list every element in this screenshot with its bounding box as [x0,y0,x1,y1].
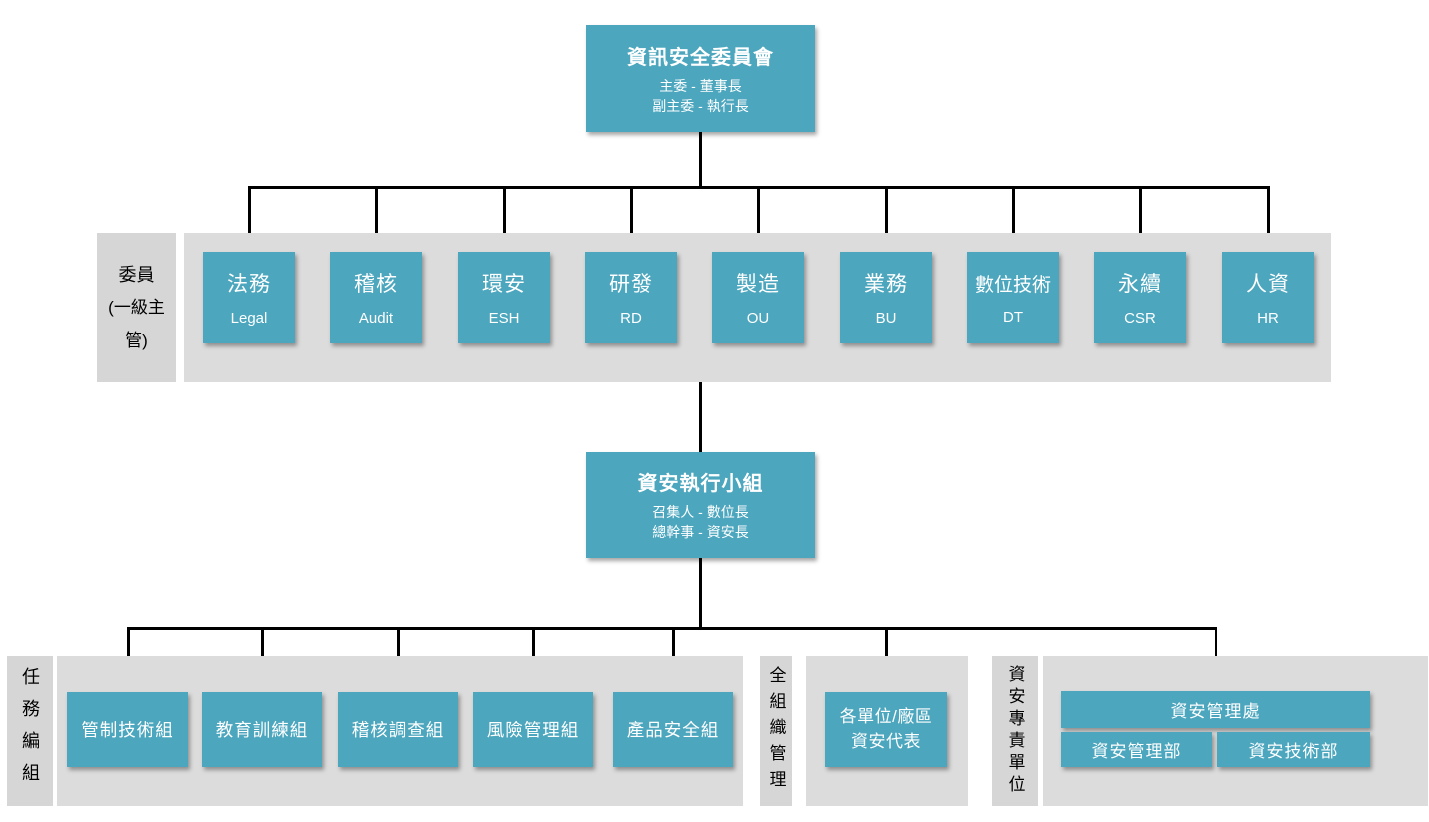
dedicated-label: 資安專責單位 [1005,665,1025,797]
connector-committee-down [698,131,702,188]
connector-member-stub [1011,186,1015,252]
member-box-ou: 製造 OU [712,252,804,343]
members-label-line1: 委員 [118,265,155,286]
task-box-audit-investigation: 稽核調查組 [338,692,458,767]
member-box-hr: 人資 HR [1222,252,1314,343]
org-rep-line2: 資安代表 [850,731,921,751]
member-en: RD [620,310,642,327]
dedicated-dept2-box: 資安技術部 [1217,732,1370,767]
task-box-risk-mgmt: 風險管理組 [473,692,593,767]
task-box-label: 稽核調查組 [351,720,445,740]
dedicated-division-label: 資安管理處 [1170,702,1261,721]
member-en: Audit [358,310,394,327]
member-box-audit: 稽核 Audit [330,252,422,343]
member-zh: 法務 [227,273,271,296]
org-rep-line1: 各單位/廠區 [839,706,933,726]
member-box-dt: 數位技術 DT [967,252,1059,343]
members-label-band: 委員 (一級主管) [97,233,176,382]
exec-team-sub1: 召集人 - 數位長 [652,504,749,521]
task-box-label: 風險管理組 [486,720,580,740]
task-box-label: 產品安全組 [626,720,720,740]
member-zh: 研發 [609,273,653,296]
connector-band-to-exec [698,382,702,452]
member-box-legal: 法務 Legal [203,252,295,343]
member-zh: 數位技術 [974,274,1051,296]
connector-member-stub [884,186,888,252]
committee-title: 資訊安全委員會 [627,46,774,69]
task-box-control-tech: 管制技術組 [67,692,188,767]
member-box-esh: 環安 ESH [458,252,550,343]
member-en: Legal [230,310,268,327]
dedicated-dept1-box: 資安管理部 [1061,732,1212,767]
connector-member-stub [247,186,251,252]
member-en: ESH [488,310,520,327]
dedicated-band [1043,656,1428,806]
member-zh: 製造 [736,273,780,296]
connector-member-stub [1266,186,1270,252]
dedicated-division-box: 資安管理處 [1061,691,1370,728]
connector-exec-down [699,558,702,628]
org-rep-box: 各單位/廠區 資安代表 [825,692,947,767]
member-zh: 永續 [1118,273,1162,296]
member-en: HR [1257,310,1279,327]
task-group-label-band: 任務編組 [7,656,53,806]
task-group-label: 任務編組 [20,667,40,795]
dedicated-dept2-label: 資安技術部 [1248,742,1339,761]
committee-sub1: 主委 - 董事長 [659,77,742,94]
member-en: CSR [1124,310,1156,327]
committee-sub2: 副主委 - 執行長 [652,97,749,114]
committee-box: 資訊安全委員會 主委 - 董事長 副主委 - 執行長 [586,25,815,132]
connector-member-stub [374,186,378,252]
member-zh: 業務 [864,273,908,296]
connector-member-stub [502,186,506,252]
exec-team-box: 資安執行小組 召集人 - 數位長 總幹事 - 資安長 [586,452,815,558]
member-zh: 人資 [1246,273,1290,296]
dedicated-label-band: 資安專責單位 [992,656,1038,806]
dedicated-dept1-label: 資安管理部 [1091,742,1182,761]
member-zh: 稽核 [354,273,398,296]
connector-member-stub [1138,186,1142,252]
org-mgmt-label: 全組織管理 [766,666,786,796]
org-mgmt-label-band: 全組織管理 [760,656,792,806]
member-box-bu: 業務 BU [840,252,932,343]
task-box-training: 教育訓練組 [202,692,322,767]
member-box-csr: 永續 CSR [1094,252,1186,343]
member-en: BU [875,310,897,327]
member-zh: 環安 [482,273,526,296]
member-en: OU [746,310,770,327]
connector-member-stub [629,186,633,252]
task-box-label: 管制技術組 [81,720,174,740]
member-box-rd: 研發 RD [585,252,677,343]
task-box-product-security: 產品安全組 [613,692,733,767]
task-box-label: 教育訓練組 [215,720,309,740]
connector-member-stub [756,186,760,252]
exec-team-title: 資安執行小組 [637,473,764,496]
member-en: DT [1003,308,1023,326]
members-label-line2: (一級主管) [108,298,165,350]
exec-team-sub2: 總幹事 - 資安長 [652,524,749,540]
